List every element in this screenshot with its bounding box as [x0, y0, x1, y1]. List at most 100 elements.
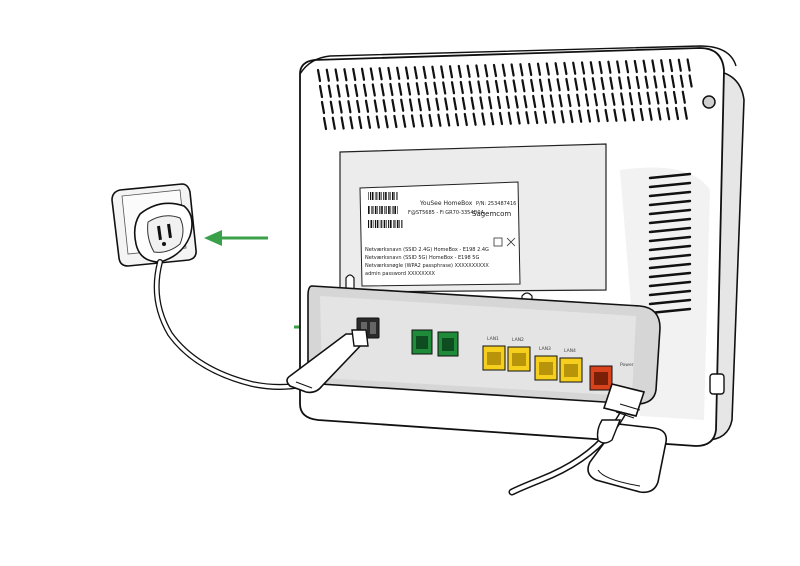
- vent-slot: [607, 60, 612, 74]
- vent-slot: [340, 116, 345, 130]
- barcode-bar: [396, 220, 399, 228]
- vent-slot: [428, 113, 433, 128]
- barcode-bar: [386, 220, 387, 228]
- barcode-bar: [372, 206, 374, 214]
- vent-slot: [530, 78, 535, 93]
- vent-slot: [448, 65, 454, 79]
- vent-slot: [633, 59, 638, 74]
- vent-slot: [389, 82, 394, 97]
- vent-slot: [426, 97, 431, 112]
- vent-slot: [331, 116, 336, 130]
- vent-slot: [651, 59, 656, 73]
- vent-slot: [635, 75, 640, 90]
- vent-slot: [648, 271, 692, 279]
- vent-slot: [402, 114, 407, 128]
- barcode-bar: [374, 192, 376, 200]
- barcode-bar: [399, 220, 400, 228]
- lan-port: [534, 355, 558, 381]
- vent-slot: [384, 115, 389, 129]
- vent-slot: [626, 76, 632, 90]
- vent-slot: [498, 111, 504, 126]
- vent-slot: [576, 93, 581, 107]
- barcode-bar: [388, 206, 390, 214]
- vent-slot: [609, 76, 614, 90]
- vent-slot: [444, 97, 449, 111]
- vent-slot: [565, 77, 570, 92]
- vent-slot: [387, 66, 392, 81]
- vent-slot: [393, 114, 398, 129]
- vent-slot: [598, 60, 603, 75]
- vent-slot: [352, 67, 357, 82]
- vent-slot: [322, 116, 328, 131]
- vent-slot: [600, 76, 605, 91]
- vent-slot: [316, 68, 322, 83]
- vent-slot: [406, 82, 412, 96]
- barcode-bar: [370, 220, 373, 228]
- vent-slot: [415, 82, 420, 96]
- vent-slot: [648, 107, 653, 121]
- vent-slot: [644, 75, 649, 89]
- vent-slot: [657, 107, 662, 121]
- barcode-bar: [376, 220, 379, 228]
- vent-slot: [668, 58, 674, 73]
- vent-slot: [450, 81, 456, 95]
- port-label-lan4: LAN4: [564, 348, 576, 354]
- vent-slot: [410, 114, 416, 128]
- barcode-bar: [381, 206, 383, 214]
- barcode-bar: [388, 220, 390, 228]
- vent-slot: [558, 94, 563, 108]
- vent-slot: [454, 113, 460, 127]
- vent-slot: [602, 92, 607, 107]
- label-network-row: Netværksnavn (SSID 5G) HomeBox - E198 5G: [365, 255, 479, 261]
- ce-mark: [493, 237, 503, 247]
- barcode-bar: [390, 220, 392, 228]
- vent-slot: [642, 59, 647, 73]
- barcode-bar: [381, 192, 382, 200]
- lan-port: [482, 345, 506, 371]
- vent-slot: [677, 58, 682, 72]
- vent-slot: [648, 208, 692, 216]
- vent-slot: [545, 62, 550, 76]
- vent-slot: [681, 90, 686, 104]
- label-product-name: YouSee HomeBox: [419, 200, 473, 207]
- barcode-bar: [401, 220, 403, 228]
- vent-slot: [318, 84, 324, 99]
- barcode-bar: [385, 192, 387, 200]
- vent-slot: [413, 66, 418, 80]
- barcode-bar: [383, 192, 385, 200]
- vent-slot: [648, 172, 692, 180]
- barcode-bar: [393, 220, 394, 228]
- vent-slot: [490, 112, 495, 126]
- power-cable-connector: [351, 329, 369, 347]
- vent-slot: [554, 62, 559, 76]
- barcode-bar: [390, 206, 392, 214]
- weee-mark: [506, 237, 516, 247]
- vent-slot: [648, 190, 692, 198]
- vent-slot: [516, 111, 521, 125]
- barcode-bar: [376, 192, 378, 200]
- vent-slot: [366, 115, 372, 129]
- ventilation-grille: [316, 58, 693, 131]
- vent-slot: [616, 60, 621, 74]
- vent-slot: [400, 98, 405, 112]
- vent-slot: [433, 81, 438, 95]
- vent-slot: [459, 80, 464, 95]
- vent-slot: [648, 226, 692, 234]
- vent-slot: [320, 100, 326, 115]
- vent-slot: [648, 253, 692, 261]
- vent-slot: [475, 64, 480, 78]
- vent-slot: [674, 106, 680, 121]
- vent-slot: [563, 61, 568, 76]
- barcode-bar: [392, 192, 394, 200]
- vent-slot: [338, 100, 343, 114]
- barcode-bar: [368, 192, 369, 200]
- vent-slot: [486, 80, 491, 94]
- vent-slot: [343, 68, 348, 82]
- vent-slot: [424, 81, 429, 96]
- wan-port: [589, 365, 613, 391]
- barcode-bar: [372, 220, 374, 228]
- vent-slot: [630, 108, 636, 122]
- vent-slot: [686, 58, 691, 72]
- vent-slot: [507, 111, 512, 125]
- vent-slot: [534, 110, 539, 125]
